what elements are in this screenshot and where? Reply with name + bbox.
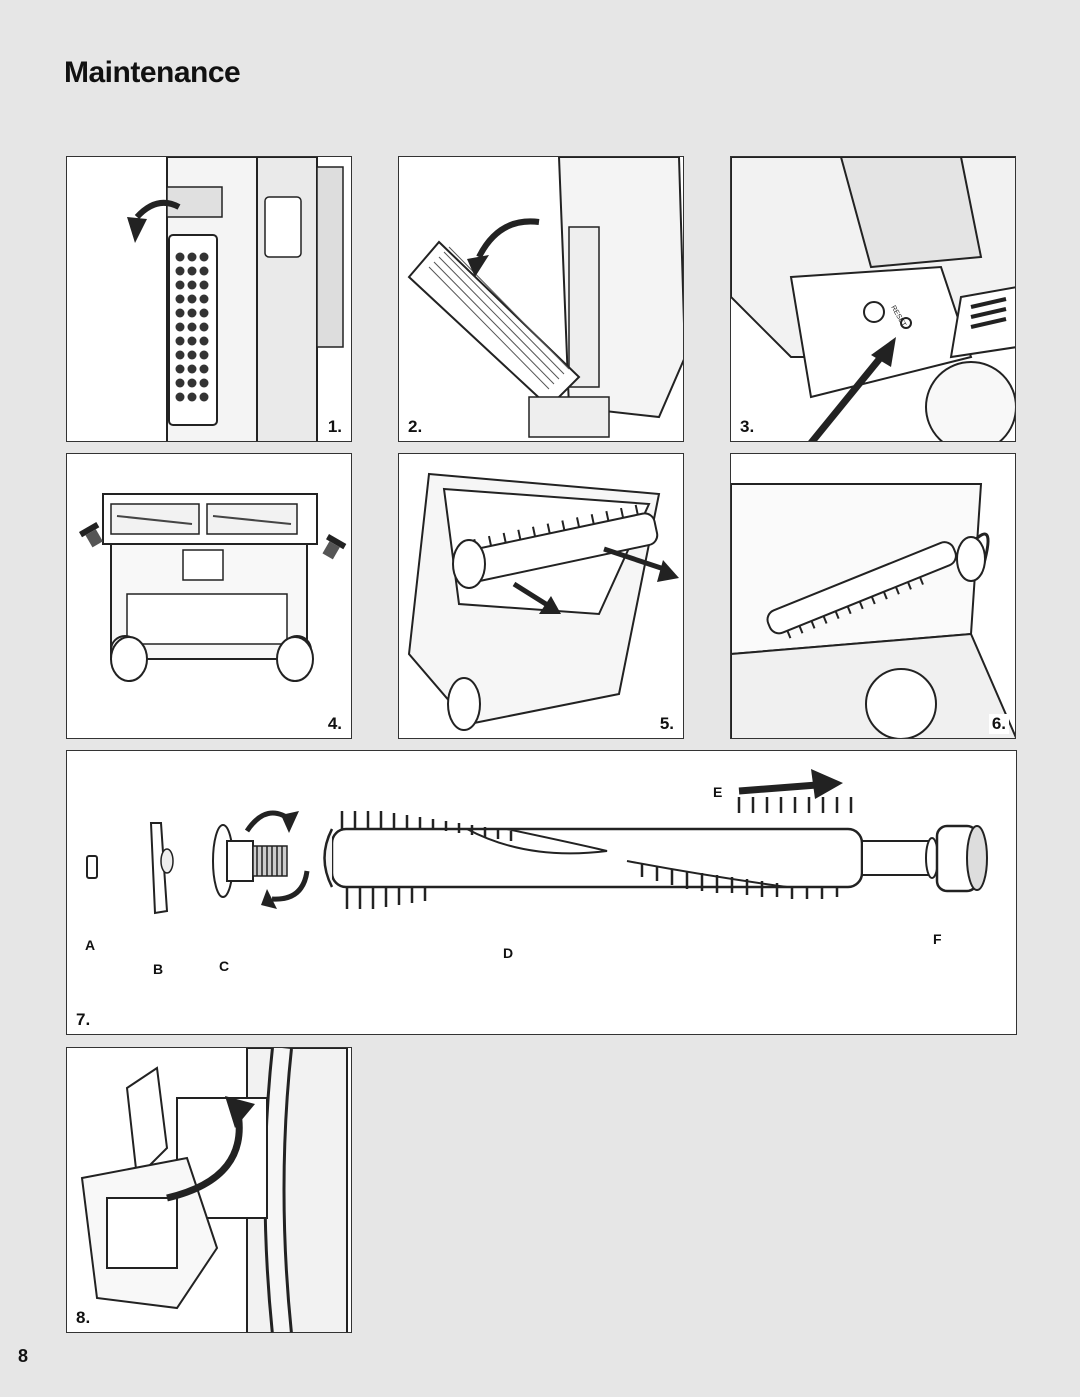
dust-cup-emptying-illustration — [80, 1048, 348, 1332]
base-plate-screws-illustration — [79, 493, 347, 682]
reset-button-illustration: RESET — [731, 157, 1015, 441]
figure-step-8: 8. — [66, 1047, 352, 1333]
part-label-b: B — [153, 961, 164, 977]
figure-step-3: RESET 3. — [730, 156, 1016, 442]
step-number: 7. — [73, 1010, 94, 1030]
part-label-f: F — [933, 931, 942, 947]
step-number: 3. — [737, 417, 758, 437]
step-number: 4. — [324, 714, 345, 734]
brushroll-exploded-view — [86, 769, 988, 915]
filter-door-open-illustration — [407, 157, 683, 438]
step-number: 2. — [405, 417, 426, 437]
step-number: 8. — [73, 1308, 94, 1328]
figure-step-2: 2. — [398, 156, 684, 442]
step-number: 5. — [656, 714, 677, 734]
part-e-direction-arrow — [738, 769, 843, 799]
step-number: 6. — [988, 714, 1009, 734]
page-number: 8 — [18, 1346, 29, 1366]
page-title: Maintenance — [64, 56, 241, 89]
figure-step-6: 6. — [730, 453, 1016, 739]
part-label-c: C — [219, 958, 230, 974]
step-number: 1. — [324, 417, 345, 437]
vacuum-filter-removal-illustration — [127, 157, 344, 441]
part-c-end-cap — [212, 810, 310, 909]
part-label-e: E — [713, 784, 723, 800]
part-b-end-plate — [149, 822, 169, 915]
figure-step-5: 5. — [398, 453, 684, 739]
part-label-d: D — [503, 945, 514, 961]
figure-step-7: A B C D E F 7. — [66, 750, 1017, 1035]
brushroll-lift-illustration — [731, 483, 1015, 738]
part-d-brushroll — [323, 797, 933, 909]
figure-step-4: 4. — [66, 453, 352, 739]
figure-step-1: 1. — [66, 156, 352, 442]
part-f-bearing — [925, 824, 988, 893]
brushroll-removal-illustration — [407, 472, 679, 731]
part-label-a: A — [85, 937, 96, 953]
part-a-cap — [86, 855, 98, 879]
